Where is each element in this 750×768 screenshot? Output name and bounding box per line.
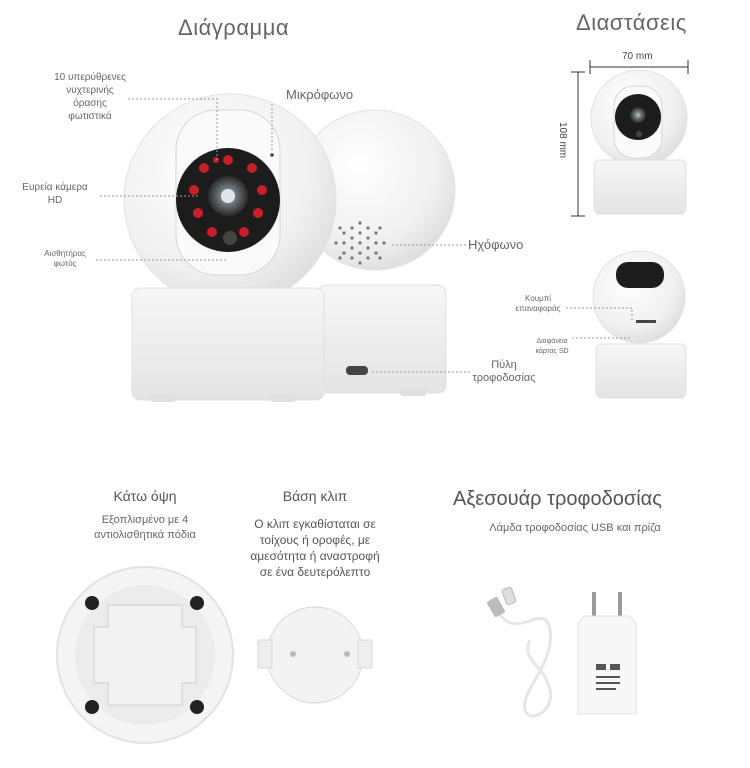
camera-main-illustration	[96, 93, 470, 402]
clip-base-title: Βάση κλιπ	[282, 488, 348, 504]
speaker-grille	[334, 221, 386, 265]
width-dimension: 70 mm	[622, 51, 653, 62]
bottom-view-title: Κάτω όψη	[113, 488, 177, 504]
dimensions-illustration	[566, 60, 689, 399]
camera-label: Ευρεία κάμερα HD	[22, 182, 88, 206]
clip-base-description: Ο κλιπ εγκαθίσταται σε τοίχους ή οροφές,…	[250, 517, 380, 579]
ir-leds-label: 10 υπερύθρενες νυχτερινής όρασης φωτιστι…	[54, 72, 126, 122]
accessories-description: Λάμδα τροφοδοσίας USB και πρίζα	[489, 522, 661, 534]
microphone-label: Μικρόφωνο	[286, 87, 354, 102]
bottom-view-description: Εξοπλισμένο με 4 αντιολισθητικά πόδια	[94, 514, 196, 541]
reset-button-label: Κουμπί επαναφοράς	[515, 294, 561, 313]
diagram-title: Διάγραμμα	[178, 15, 290, 40]
accessories-title: Αξεσουάρ τροφοδοσίας	[453, 488, 662, 510]
light-sensor-label: Αισθητήρας φωτός	[44, 249, 86, 268]
power-port-label: Πύλη τροφοδοσίας	[472, 359, 536, 384]
dimensions-title: Διαστάσεις	[576, 10, 687, 35]
sd-slot-label: Διαφάνεια κάρτας SD	[535, 338, 569, 355]
speaker-label: Ηχόφωνο	[468, 237, 524, 252]
